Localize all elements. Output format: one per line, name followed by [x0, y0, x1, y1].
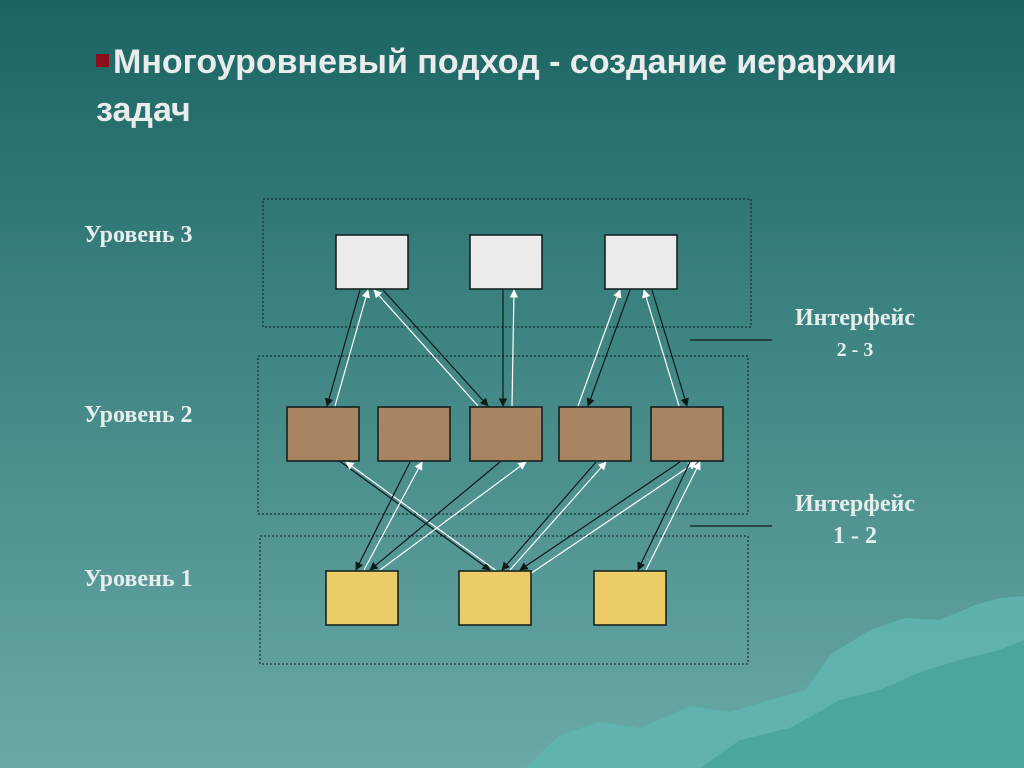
level-3-node-2 [469, 234, 543, 290]
level-3-label: Уровень 3 [84, 222, 193, 248]
slide-title: Многоуровневый подход - создание иерархи… [96, 38, 956, 134]
level-2-node-5 [650, 406, 724, 462]
level-1-node-1 [325, 570, 399, 626]
level-2-node-2 [377, 406, 451, 462]
level-3-node-3 [604, 234, 678, 290]
level-2-node-3 [469, 406, 543, 462]
arrows-level-3-2 [325, 289, 689, 407]
level-1-label: Уровень 1 [84, 566, 193, 592]
arrows-level-2-1 [337, 459, 701, 575]
level-1-node-3 [593, 570, 667, 626]
level-2-node-4 [558, 406, 632, 462]
level-2-node-1 [286, 406, 360, 462]
level-1-frame [259, 535, 749, 665]
interface-2-3-range: 2 - 3 [836, 339, 874, 361]
square-bullet-icon [96, 54, 109, 67]
level-3-frame [262, 198, 752, 328]
level-3-node-1 [335, 234, 409, 290]
interface-1-2-range: 1 - 2 [833, 523, 877, 549]
interface-2-3-label: Интерфейс 2 - 3 [780, 302, 930, 366]
interface-1-2-name: Интерфейс [794, 491, 916, 517]
level-1-node-2 [458, 570, 532, 626]
level-2-label: Уровень 2 [84, 402, 193, 428]
interface-1-2-label: Интерфейс 1 - 2 [780, 488, 930, 552]
interface-2-3-name: Интерфейс [794, 305, 916, 331]
slide-title-text: Многоуровневый подход - создание иерархи… [96, 43, 897, 129]
